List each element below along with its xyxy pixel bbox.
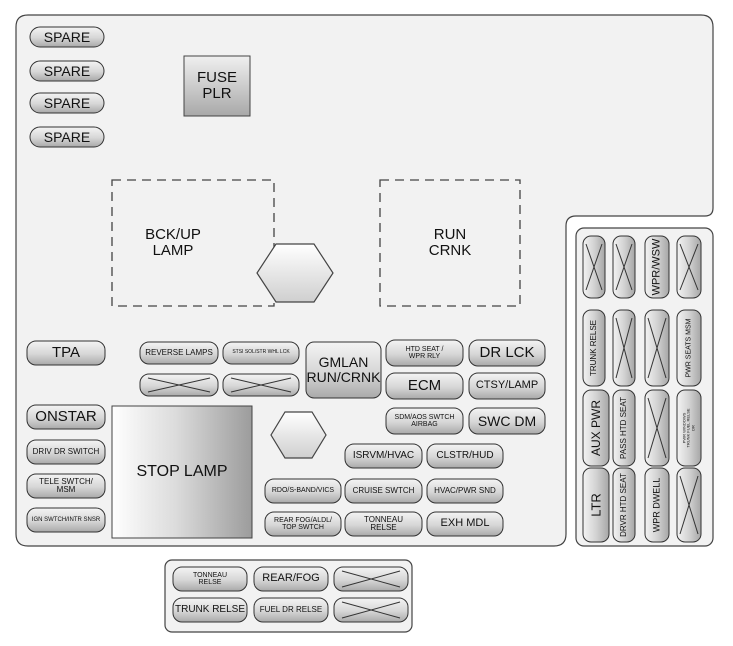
fuse-tonneau-relse	[344, 511, 423, 537]
fuse-aux-pwr	[582, 389, 610, 467]
fuse-isrvm-hvac	[344, 443, 423, 469]
fuse-wpr-wsw	[644, 235, 670, 299]
empty-slot-cross	[647, 397, 667, 459]
fuse-pass-htd-seat	[612, 389, 636, 467]
fuse-ign-switch-intr-snsr	[26, 507, 106, 533]
hex-stud-lower	[270, 411, 327, 459]
fuse-pwr-windows	[676, 389, 702, 467]
fuse-sdm-aos	[385, 407, 464, 435]
empty-slot-cross	[615, 243, 633, 291]
fuse-puller	[183, 55, 251, 117]
fuse-spare	[29, 26, 105, 48]
empty-slot-cross	[679, 243, 699, 291]
fuse-gmlan	[305, 341, 382, 399]
fuse-spare	[29, 126, 105, 148]
empty-slot-cross	[341, 601, 401, 619]
fuse-tele-switch-msm	[26, 473, 106, 499]
hex-stud-upper	[256, 243, 334, 303]
fuse-drvr-htd-seat	[612, 467, 636, 543]
fuse-tpa	[26, 340, 106, 366]
fuse-swc-dm	[468, 407, 546, 435]
fuse-ctsy-lamp	[468, 372, 546, 400]
fuse-spare	[29, 60, 105, 82]
fuse-trunk-relse-v	[582, 309, 606, 387]
fuse-tonneau-relse-2	[172, 566, 248, 592]
fuse-htd-seat-wpr	[385, 339, 464, 367]
stop-lamp-relay	[111, 405, 253, 539]
fuse-rdo-s-band	[264, 478, 342, 504]
fuse-exh-mdl	[426, 511, 504, 537]
empty-slot-cross	[615, 317, 633, 379]
relay-backup-lamp	[111, 179, 275, 307]
fuse-hvac-pwr-snd	[426, 478, 504, 504]
fuse-ecm	[385, 372, 464, 400]
fuse-reverse-lamps	[139, 341, 219, 365]
fuse-cruise-switch	[344, 478, 423, 504]
fuse-clstr-hud	[426, 443, 504, 469]
fuse-rear-fog	[264, 511, 342, 537]
fuse-trunk-relse	[172, 597, 248, 623]
empty-slot-cross	[147, 377, 211, 393]
empty-slot-cross	[341, 570, 401, 588]
fuse-pwr-seats-msm	[676, 309, 702, 387]
fuse-stsi-sol	[222, 341, 300, 365]
fuse-onstar	[26, 404, 106, 430]
fuse-spare	[29, 92, 105, 114]
empty-slot-cross	[679, 475, 699, 535]
empty-slot-cross	[230, 377, 292, 393]
fuse-driv-dr-switch	[26, 439, 106, 465]
fuse-dr-lck	[468, 339, 546, 367]
fuse-ltr	[582, 467, 610, 543]
right-fuse-block	[575, 227, 714, 547]
empty-slot-cross	[647, 317, 667, 379]
fuse-rear-fog-2	[253, 566, 329, 592]
fuse-wpr-dwell	[644, 467, 670, 543]
fuse-fuel-dr-relse	[253, 597, 329, 623]
empty-slot-cross	[585, 243, 603, 291]
relay-run-crank	[379, 179, 521, 307]
